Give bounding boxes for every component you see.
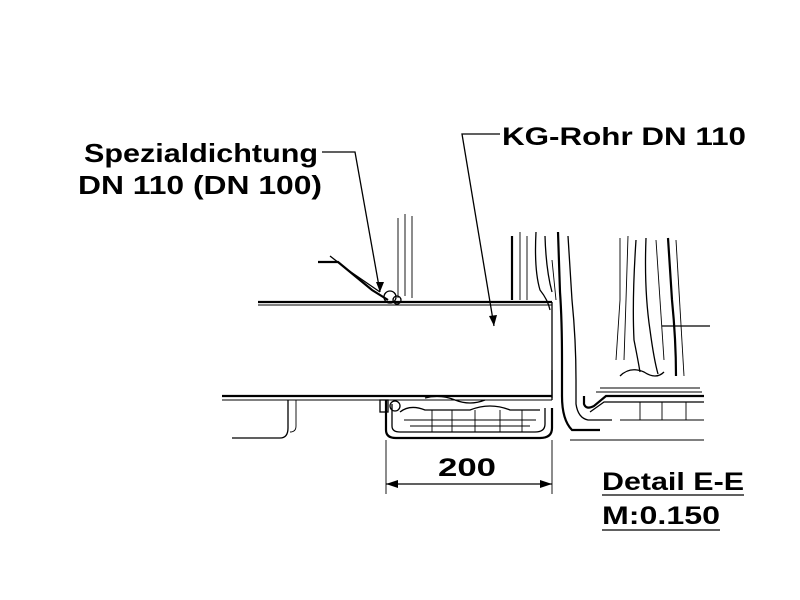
manhole-base [570, 235, 710, 441]
dimension-value: 200 [438, 454, 496, 482]
detail-title: Detail E-E [602, 468, 744, 496]
detail-scale: M:0.150 [602, 502, 720, 530]
special-seal [318, 214, 413, 413]
seal-label-line1: Spezialdichtung [84, 138, 318, 168]
dimension-200 [385, 440, 553, 494]
pipe-socket-bedding [384, 395, 554, 440]
leader-lines [322, 133, 500, 327]
vertical-riser [510, 231, 612, 432]
seal-label-line2: DN 110 (DN 100) [78, 170, 322, 200]
pipe-label: KG-Rohr DN 110 [502, 123, 746, 151]
kg-pipe [222, 300, 553, 439]
